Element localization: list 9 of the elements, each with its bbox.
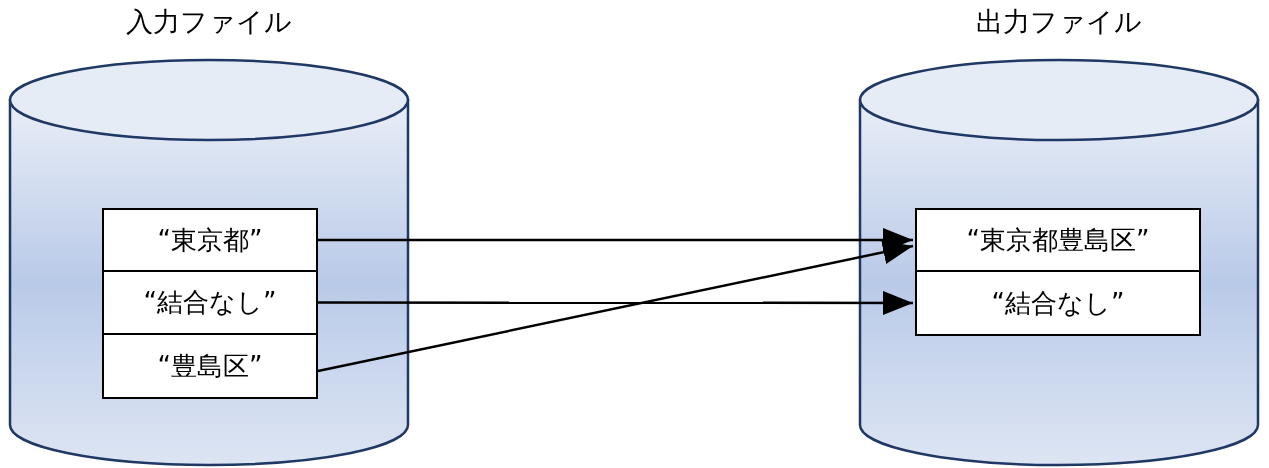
record-box: “結合なし” <box>915 270 1201 336</box>
cylinder-heading: 入力ファイル <box>126 5 292 39</box>
cylinder-heading: 出力ファイル <box>976 5 1142 39</box>
record-box: “結合なし” <box>102 270 318 335</box>
arrow <box>318 291 913 315</box>
arrow <box>317 239 914 373</box>
record-box: “豊島区” <box>102 333 318 399</box>
record-box: “東京都豊島区” <box>915 208 1201 272</box>
record-box: “東京都” <box>102 208 318 272</box>
